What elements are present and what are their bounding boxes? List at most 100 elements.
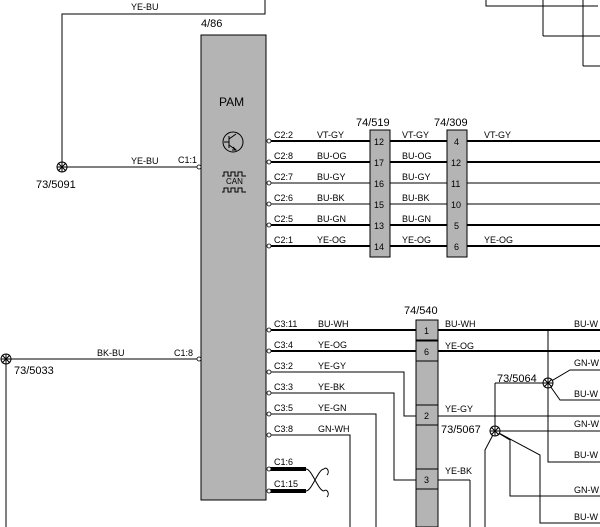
connector-74-540-pin6 (415, 340, 439, 362)
wire-label: YE-OG (317, 235, 346, 245)
pin-label-c3: C3:5 (274, 403, 293, 413)
can-label: CAN (226, 177, 243, 186)
group2-wires (268, 329, 600, 527)
wire-label: BU-GN (402, 214, 431, 224)
pin-label-c3: C3:11 (274, 319, 297, 329)
pin-number-519: 12 (374, 137, 384, 147)
c540-wire-out: YE-BK (445, 466, 472, 476)
transistor-icon (222, 131, 244, 153)
pin-number-519: 16 (374, 179, 384, 189)
connector-74-540-pin1 (415, 319, 439, 341)
pin-label-c3: C3:2 (274, 361, 293, 371)
header-wire-label: YE-BU (131, 2, 159, 12)
c540-wire-out: YE-GY (445, 404, 473, 414)
group1-row: C2:8 BU-OG 17 BU-OG 12 (274, 151, 461, 168)
group1-wires (268, 140, 600, 247)
wire-label: VT-GY (484, 130, 511, 140)
pin-number-309: 12 (451, 158, 461, 168)
pin-label-c1-1: C1:1 (178, 155, 197, 165)
pin-label-c3: C3:8 (274, 424, 293, 434)
connector-label-74-309: 74/309 (434, 117, 468, 129)
pin-label-c3: C3:3 (274, 382, 293, 392)
right-side-wires (484, 330, 600, 527)
group1-row: C2:7 BU-GY 16 BU-GY 11 (274, 172, 460, 189)
c540-pin-number: 6 (424, 347, 429, 357)
module-ref: 4/86 (201, 18, 222, 30)
group1-row: C2:2 VT-GY 12 VT-GY 4 VT-GY (274, 130, 511, 147)
pin-number-519: 17 (374, 158, 384, 168)
pin-number-309: 6 (454, 242, 459, 252)
pin-number-519: 15 (374, 200, 384, 210)
pin-label-c1-6: C1:6 (274, 457, 293, 467)
right-edge-wire: BU-W (574, 450, 598, 460)
right-edge-wire: BU-W (574, 512, 598, 522)
wire-label-ye-bu-left: YE-BU (131, 156, 159, 166)
group1-terminals (266, 138, 272, 249)
right-edge-wire: GN-W (574, 485, 599, 495)
c540-pin-number: 2 (424, 411, 429, 421)
connector-74-519 (369, 129, 391, 258)
connector-label-74-540: 74/540 (404, 305, 438, 317)
ground-point-left-top (56, 161, 68, 173)
ground-label-73-5064: 73/5064 (497, 373, 537, 385)
ground-point-mid-top (542, 377, 554, 389)
pin-number-309: 5 (454, 221, 459, 231)
wire-label: VT-GY (402, 130, 429, 140)
wire-label: BU-GY (317, 172, 346, 182)
pin-label-c2: C2:7 (274, 172, 293, 182)
pin-number-309: 4 (454, 137, 459, 147)
right-edge-wire: GN-W (574, 358, 599, 368)
group1-row: C2:1 YE-OG 14 YE-OG 6 YE-OG (274, 235, 513, 252)
top-wires (61, 0, 600, 166)
wire-ye-bu-top (61, 0, 266, 166)
wire-label: BU-WH (318, 319, 349, 329)
connector-74-540-pin3 (415, 468, 439, 490)
wire-top-right-1 (485, 0, 598, 7)
wire-label: YE-OG (484, 235, 513, 245)
module-name: PAM (219, 95, 244, 109)
pin-number-519: 14 (374, 242, 384, 252)
connector-74-540-pin2 (415, 404, 439, 426)
ground-label-73-5033: 73/5033 (14, 365, 54, 377)
pin-label-c2: C2:5 (274, 214, 293, 224)
pin-label-c2: C2:6 (274, 193, 293, 203)
twisted-pair-terminals (266, 466, 272, 494)
pin-c1-8-terminal (196, 356, 202, 362)
group1-row: C2:6 BU-BK 15 BU-BK 10 (274, 193, 461, 210)
right-edge-wire: BU-W (574, 389, 598, 399)
wire-label: BU-GN (317, 214, 346, 224)
connector-74-309 (446, 129, 468, 258)
group1-row: C2:5 BU-GN 13 BU-GN 5 (274, 214, 459, 231)
right-edge-wire: BU-W (574, 319, 598, 329)
wire-label: BU-OG (402, 151, 432, 161)
c540-wire-out: YE-OG (445, 341, 474, 351)
pam-module-box (200, 34, 267, 501)
pin-number-309: 10 (451, 200, 461, 210)
ground-point-mid-bottom (489, 425, 501, 437)
pin-label-c2: C2:1 (274, 235, 293, 245)
wire-label: BU-OG (317, 151, 347, 161)
pin-label-c2: C2:2 (274, 130, 293, 140)
wire-label: YE-GY (318, 361, 346, 371)
wire-label: VT-GY (317, 130, 344, 140)
pin-number-309: 11 (451, 179, 460, 189)
c540-pin-number: 1 (424, 326, 429, 336)
can-bus-icon (222, 171, 246, 193)
wire-label: BU-BK (402, 193, 430, 203)
pin-label-c1-8: C1:8 (174, 348, 193, 358)
wire-label: YE-OG (318, 340, 347, 350)
wire-label: YE-GN (318, 403, 347, 413)
wire-label: YE-BK (318, 382, 345, 392)
pin-number-519: 13 (374, 221, 384, 231)
wire-label: GN-WH (318, 424, 350, 434)
wire-label: BU-GY (402, 172, 431, 182)
ground-label-73-5067: 73/5067 (441, 424, 481, 436)
c540-wire-out: BU-WH (445, 319, 476, 329)
wire-label: YE-OG (402, 235, 431, 245)
right-edge-wire: GN-W (574, 419, 599, 429)
twisted-pair-wires (268, 467, 329, 498)
pin-label-c2: C2:8 (274, 151, 293, 161)
ground-label-73-5091: 73/5091 (36, 179, 76, 191)
connector-label-74-519: 74/519 (356, 117, 390, 129)
